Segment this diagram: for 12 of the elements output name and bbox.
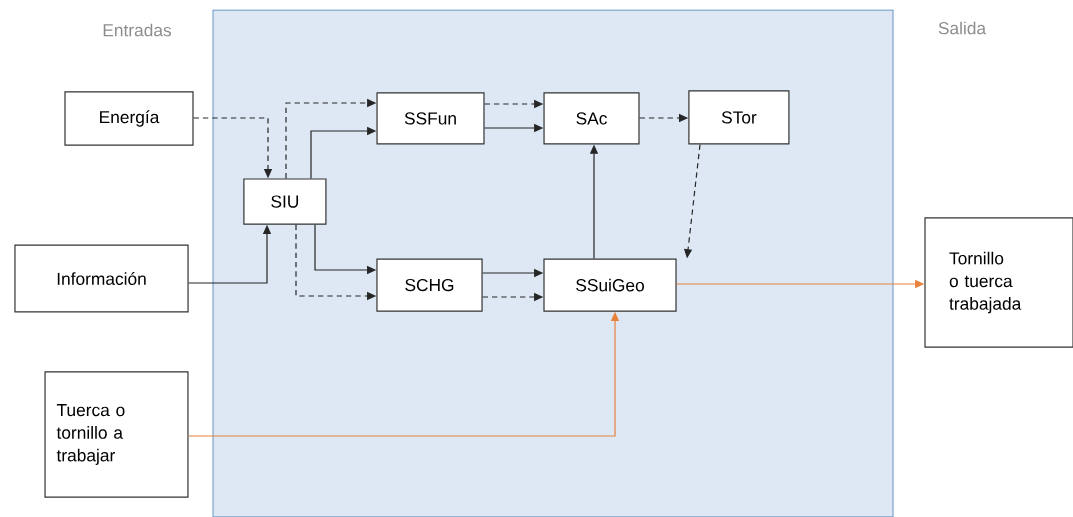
io-box: Energía bbox=[64, 91, 194, 146]
io-box: Información bbox=[14, 244, 189, 313]
process-box: SAc bbox=[543, 92, 640, 145]
io-box: Tornillo o tuerca trabajada bbox=[924, 217, 1073, 348]
process-box: STor bbox=[688, 90, 790, 145]
process-box: SSuiGeo bbox=[543, 258, 677, 312]
process-box: SSFun bbox=[376, 92, 485, 145]
section-label: Salida bbox=[938, 21, 987, 35]
io-box: Tuerca o tornillo a trabajar bbox=[44, 371, 189, 498]
process-box: SCHG bbox=[376, 258, 483, 312]
section-label: Entradas bbox=[103, 23, 172, 37]
process-box: SIU bbox=[243, 178, 327, 225]
